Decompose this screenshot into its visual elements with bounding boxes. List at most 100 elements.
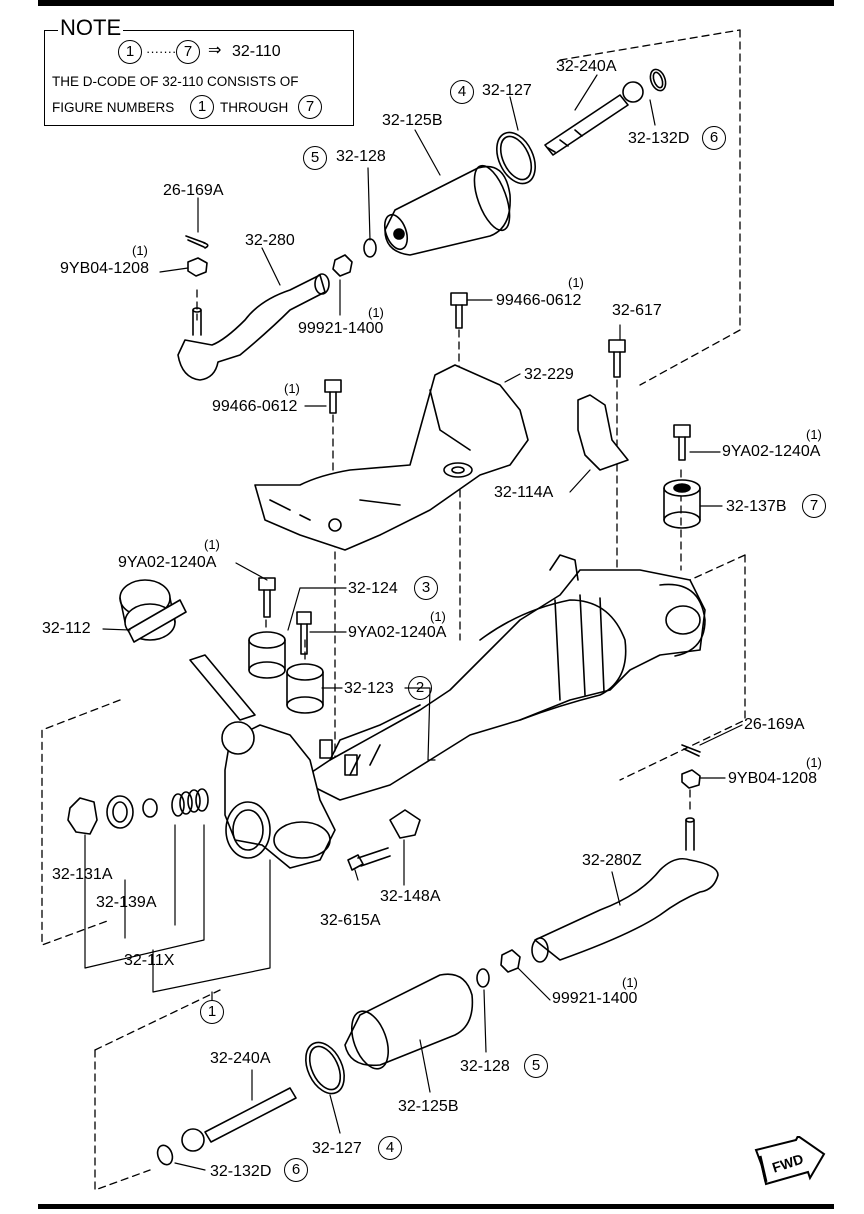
note-arrow: ⇒	[208, 42, 222, 59]
label-26-169A-top: 26-169A	[163, 182, 224, 199]
heat-shield	[254, 364, 529, 551]
ring-top	[363, 238, 377, 258]
qty-9YB04-top: (1)	[132, 243, 148, 258]
tie-rod-end-right	[531, 817, 719, 963]
note-box	[44, 30, 354, 126]
qty-9YA02-r: (1)	[806, 427, 822, 442]
label-9YA02-1240A-m: 9YA02-1240A	[348, 624, 447, 641]
bolt-32-617	[608, 339, 626, 378]
fig-6-bottom: 6	[284, 1158, 308, 1182]
forward-arrow-icon: FWD	[754, 1136, 826, 1186]
fig-4-top: 4	[450, 80, 474, 104]
bolt-99466-b	[324, 379, 342, 414]
label-9YA02-1240A-l: 9YA02-1240A	[118, 554, 217, 571]
note-title: NOTE	[58, 15, 124, 40]
label-32-615A: 32-615A	[320, 912, 381, 929]
fig-1: 1	[200, 1000, 224, 1024]
note-line2: THE D-CODE OF 32-110 CONSISTS OF	[52, 74, 299, 89]
label-32-132D-top: 32-132D	[628, 130, 690, 147]
label-99921-1400-bottom: 99921-1400	[552, 990, 638, 1007]
label-32-280Z: 32-280Z	[582, 852, 642, 869]
qty-99466-a: (1)	[568, 275, 584, 290]
label-32-112: 32-112	[42, 620, 91, 637]
bolt-32-615A	[347, 847, 391, 871]
label-32-11X: 32-11X	[124, 952, 175, 969]
steering-gear-housing	[299, 554, 706, 801]
boot-clamp-top	[496, 131, 536, 185]
note-dots: ·······	[146, 44, 177, 59]
bolt-9YA02-m	[296, 611, 312, 655]
label-9YB04-1208-bottom: 9YB04-1208	[728, 770, 817, 787]
note-line3-fig1: 1	[190, 95, 214, 119]
pinion-housing	[224, 724, 336, 869]
label-32-132D-bottom: 32-132D	[210, 1163, 272, 1180]
leader-lines	[84, 74, 743, 1171]
locknut-top	[332, 254, 353, 277]
boot-clamp-bottom	[305, 1041, 345, 1095]
qty-99921-bottom: (1)	[622, 975, 638, 990]
fig-2: 2	[408, 676, 432, 700]
label-32-240A-bottom: 32-240A	[210, 1050, 271, 1067]
seal-32-139A	[106, 795, 134, 829]
label-32-125B-bottom: 32-125B	[398, 1098, 459, 1115]
label-32-127-top: 32-127	[482, 82, 532, 99]
bushing-32-124	[248, 631, 286, 679]
note-line3-a: FIGURE NUMBERS	[52, 100, 175, 115]
label-99466-0612-b: 99466-0612	[212, 398, 298, 415]
fig-5-top: 5	[303, 146, 327, 170]
label-32-125B-top: 32-125B	[382, 112, 443, 129]
bolt-99466-a	[450, 292, 468, 329]
label-32-127-bottom: 32-127	[312, 1140, 362, 1157]
o-ring	[142, 798, 158, 818]
label-32-131A: 32-131A	[52, 866, 113, 883]
boot-top	[383, 164, 511, 256]
label-32-137B: 32-137B	[726, 498, 787, 515]
bushing-32-123	[286, 663, 324, 714]
cotter-pin-bottom	[681, 744, 701, 757]
label-32-128-bottom: 32-128	[460, 1058, 510, 1075]
snap-ring-bottom	[156, 1144, 174, 1166]
cotter-pin-top	[185, 235, 209, 249]
qty-99921-top: (1)	[368, 305, 384, 320]
inner-tie-rod-top	[544, 81, 644, 156]
label-32-124: 32-124	[348, 580, 398, 597]
label-32-123: 32-123	[344, 680, 394, 697]
label-32-148A: 32-148A	[380, 888, 441, 905]
fig-4-bottom: 4	[378, 1136, 402, 1160]
bushing-32-137B	[663, 479, 701, 529]
label-9YA02-1240A-r: 9YA02-1240A	[722, 443, 821, 460]
fig-7: 7	[802, 494, 826, 518]
label-32-114A: 32-114A	[494, 484, 554, 501]
label-9YB04-1208-top: 9YB04-1208	[60, 260, 149, 277]
label-32-128-top: 32-128	[336, 148, 386, 165]
bolt-9YA02-r	[673, 424, 691, 461]
label-26-169A-bottom: 26-169A	[744, 716, 805, 733]
label-32-617: 32-617	[612, 302, 662, 319]
fig-3: 3	[414, 576, 438, 600]
spring	[171, 788, 209, 817]
locknut-bottom	[500, 949, 521, 973]
top-border	[38, 0, 834, 6]
inner-tie-rod-bottom	[181, 1087, 297, 1152]
label-32-139A: 32-139A	[96, 894, 157, 911]
note-code: 32-110	[232, 43, 281, 60]
note-fig-from: 1	[118, 40, 142, 64]
bottom-border	[38, 1204, 834, 1209]
note-line3-b: THROUGH	[220, 100, 289, 115]
qty-9YA02-m: (1)	[430, 609, 446, 624]
castle-nut-top	[187, 257, 208, 277]
note-line3-fig7: 7	[298, 95, 322, 119]
tie-rod-end-left	[177, 273, 330, 381]
pinion-shaft	[189, 654, 256, 755]
castle-nut-bottom	[681, 769, 701, 789]
coupling-32-112	[119, 579, 187, 643]
qty-9YA02-l: (1)	[204, 537, 220, 552]
note-fig-to: 7	[176, 40, 200, 64]
label-99466-0612-a: 99466-0612	[496, 292, 582, 309]
bracket-32-148A	[389, 809, 421, 839]
bracket-32-114A	[577, 394, 629, 471]
label-32-280: 32-280	[245, 232, 295, 249]
plug-32-131A	[67, 797, 98, 835]
fig-6-top: 6	[702, 126, 726, 150]
